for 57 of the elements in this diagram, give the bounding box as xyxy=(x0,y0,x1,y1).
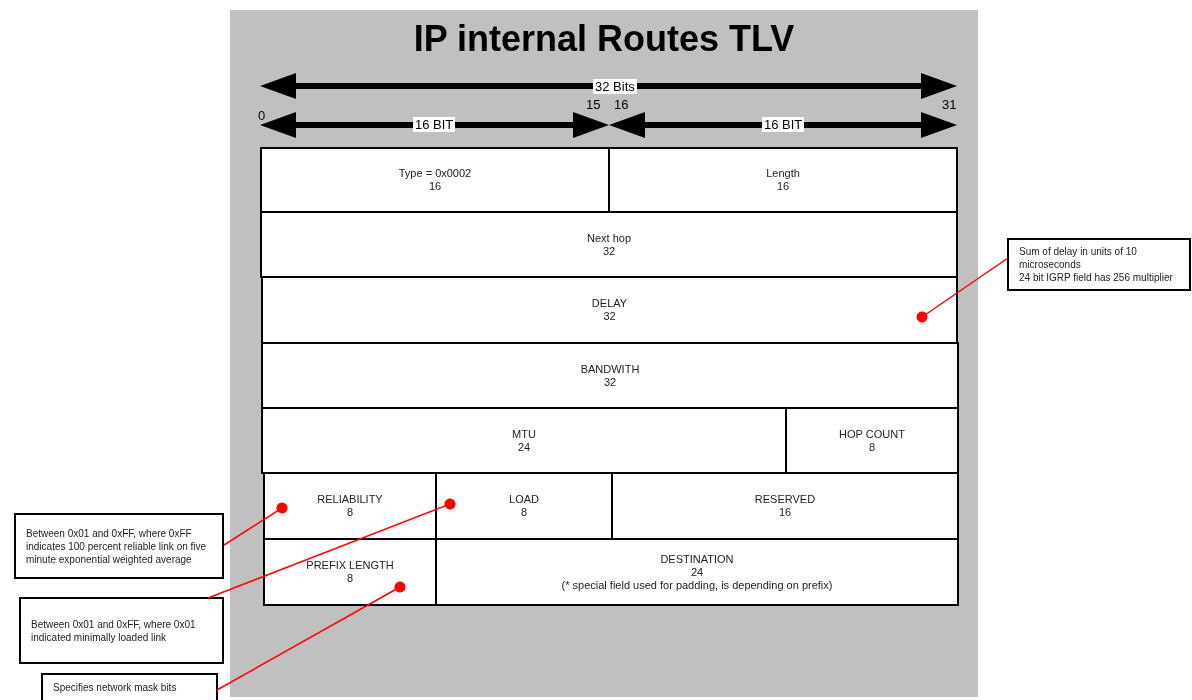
callout-text: Specifies network mask bits xyxy=(53,681,178,694)
field-name: Next hop xyxy=(587,231,631,245)
leader-line xyxy=(223,502,288,546)
bit-count: 24 xyxy=(517,440,531,454)
bit-count: 8 xyxy=(868,440,876,454)
callout-text: 24 bit IGRP field has 256 multiplier xyxy=(1019,271,1174,284)
dimension-label: 32 Bits xyxy=(593,79,637,94)
bit-number: 0 xyxy=(258,108,266,123)
diagram-title: IP internal Routes TLV xyxy=(412,18,796,60)
bit-count: 16 xyxy=(428,180,442,193)
dimension-label: 16 BIT xyxy=(413,117,456,132)
bit-count: 16 xyxy=(778,506,792,519)
field-name: DELAY xyxy=(591,297,628,310)
leader-line xyxy=(916,257,1009,323)
bit-number: 31 xyxy=(942,97,957,112)
bit-count: 24 xyxy=(690,565,704,579)
field-name: Type = 0x0002 xyxy=(398,167,472,180)
bit-count: 8 xyxy=(520,506,528,519)
field-name: MTU xyxy=(512,427,536,441)
field-name: RESERVED xyxy=(754,493,816,506)
bit-number: 15 xyxy=(586,97,601,112)
field-cell xyxy=(260,147,610,213)
field-cell xyxy=(263,472,437,540)
bit-number: 16 xyxy=(614,97,629,112)
callout-text: Between 0x01 and 0xFF, where 0xFF indicates 100 percent reliable link on five minute exponential weighted average xyxy=(26,526,208,566)
callout-box xyxy=(19,597,224,664)
bit-count: 32 xyxy=(603,375,617,389)
leader-line xyxy=(207,498,456,599)
bit-count: 8 xyxy=(346,506,354,519)
field-cell xyxy=(261,342,959,409)
field-cell xyxy=(260,211,958,278)
field-name: BANDWITH xyxy=(580,362,640,376)
field-cell xyxy=(261,407,787,474)
callout-text: Sum of delay in units of 10 microseconds xyxy=(1019,245,1138,271)
callout-box xyxy=(1007,238,1191,291)
bit-count: 32 xyxy=(603,310,616,323)
bit-count: 16 xyxy=(776,180,790,193)
bit-count: 32 xyxy=(602,244,616,258)
bit-count: 8 xyxy=(346,572,354,585)
field-name: LOAD xyxy=(509,493,539,506)
field-cell xyxy=(608,147,958,213)
field-cell xyxy=(785,407,959,474)
leader-line xyxy=(216,581,406,691)
field-cell xyxy=(435,538,959,606)
field-note: (* special field used for padding, is depending on prefix) xyxy=(561,578,833,592)
field-cell xyxy=(435,472,613,540)
field-name: DESTINATION xyxy=(660,552,734,566)
callout-text: Between 0x01 and 0xFF, where 0x01 indicated minimally loaded link xyxy=(31,617,197,644)
callout-box xyxy=(14,513,224,579)
field-name: RELIABILITY xyxy=(317,493,383,506)
field-cell xyxy=(261,276,958,344)
field-name: Length xyxy=(766,167,800,180)
dimension-label: 16 BIT xyxy=(762,117,805,132)
field-cell xyxy=(611,472,959,540)
field-cell xyxy=(263,538,437,606)
field-name: PREFIX LENGTH xyxy=(306,559,394,572)
field-name: HOP COUNT xyxy=(839,427,905,441)
